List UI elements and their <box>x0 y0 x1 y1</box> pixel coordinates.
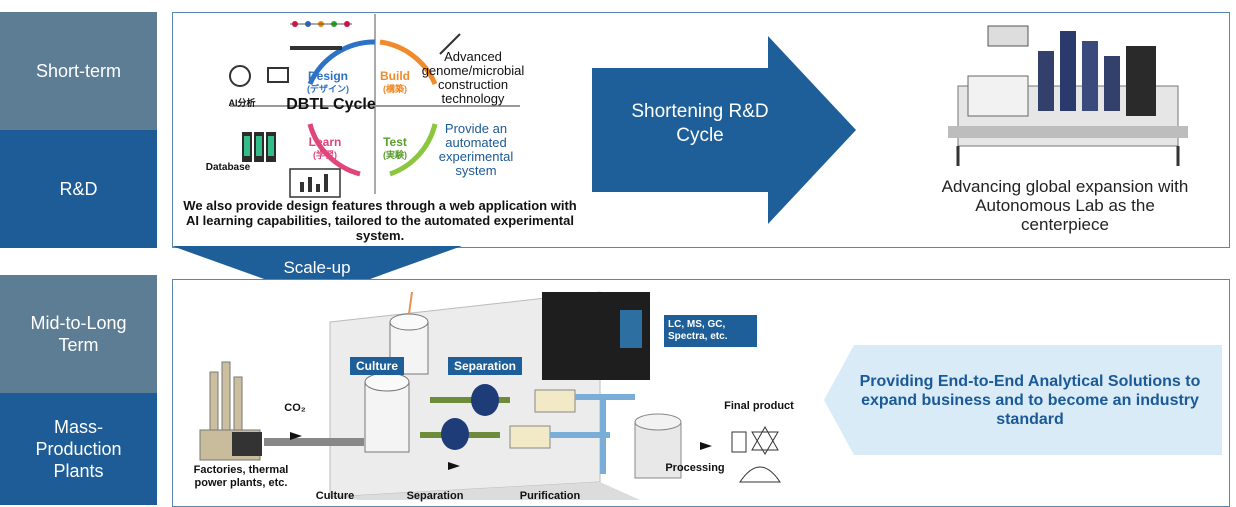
factories-label: Factories, thermal power plants, etc. <box>193 464 289 489</box>
web-app-footnote: We also provide design features through … <box>183 198 577 243</box>
side-label-rd: R&D <box>0 130 157 248</box>
build-label: Build(構築) <box>370 70 420 95</box>
scale-up-text: Scale-up <box>283 258 351 277</box>
test-text: Test <box>383 135 407 149</box>
mass-production-text: Mass-Production Plants <box>35 417 122 481</box>
side-label-mid-long: Mid-to-Long Term <box>0 275 157 393</box>
design-text: Design <box>307 69 348 83</box>
callout-text: Providing End-to-End Analytical Solution… <box>859 373 1201 428</box>
shortening-text: Shortening R&D Cycle <box>631 101 769 146</box>
rd-text: R&D <box>59 179 98 199</box>
autonomous-lab-text: Advancing global expansion with Autonomo… <box>941 177 1189 234</box>
chart-icon <box>289 168 341 198</box>
ai-head-icon <box>229 65 289 87</box>
mid-long-text: Mid-to-Long Term <box>30 313 127 355</box>
shortening-arrow <box>592 36 856 224</box>
build-text: Build <box>380 69 410 83</box>
side-label-mass-production: Mass-Production Plants <box>0 393 157 505</box>
dbtl-center-label: DBTL Cycle <box>286 96 376 113</box>
dbtl-diagram <box>229 14 520 198</box>
purification-icon <box>509 389 635 474</box>
culture-label: Culture <box>315 490 355 502</box>
learn-text: Learn <box>308 135 342 149</box>
separator-icon <box>441 384 499 450</box>
database-server-icon <box>242 132 276 162</box>
autonomous-lab-illustration <box>948 25 1188 166</box>
callout-shape <box>824 345 1222 455</box>
advanced-tech-text: Advanced genome/microbial construction t… <box>421 49 525 106</box>
learn-jp-text: (学習) <box>313 150 337 160</box>
scale-up-arrow <box>172 246 462 298</box>
ai-label: AI分析 <box>228 98 256 108</box>
factory-icon <box>199 361 262 461</box>
processing-vessel-icon <box>634 413 682 479</box>
separation-label: Separation <box>406 490 464 502</box>
automated-system-text: Provide an automated experimental system <box>438 121 514 178</box>
test-label: Test(実験) <box>370 136 420 161</box>
flow-arrows <box>290 432 712 470</box>
analyzer-icon <box>542 292 650 380</box>
learn-label: Learn(学習) <box>300 136 350 161</box>
processing-label: Processing <box>665 462 725 474</box>
dna-icon <box>290 21 352 50</box>
final-product-label: Final product <box>724 400 794 412</box>
co2-label: CO₂ <box>284 402 306 414</box>
side-label-short-term: Short-term <box>0 12 157 130</box>
final-product-icon <box>731 425 781 483</box>
culture-tag: Culture <box>350 357 404 375</box>
separation-tag: Separation <box>448 357 523 375</box>
build-jp-text: (構築) <box>383 84 407 94</box>
test-jp-text: (実験) <box>383 150 407 160</box>
short-term-text: Short-term <box>35 61 122 81</box>
design-jp-text: (デザイン) <box>307 84 349 94</box>
plant-illustration <box>199 291 781 500</box>
pipette-icon <box>439 33 461 55</box>
database-label: Database <box>205 162 251 173</box>
lc-ms-tag: LC, MS, GC, Spectra, etc. <box>664 315 757 347</box>
culture-tank-icon <box>364 291 429 453</box>
design-label: Design(デザイン) <box>298 70 358 95</box>
purification-label: Purification <box>519 490 581 502</box>
